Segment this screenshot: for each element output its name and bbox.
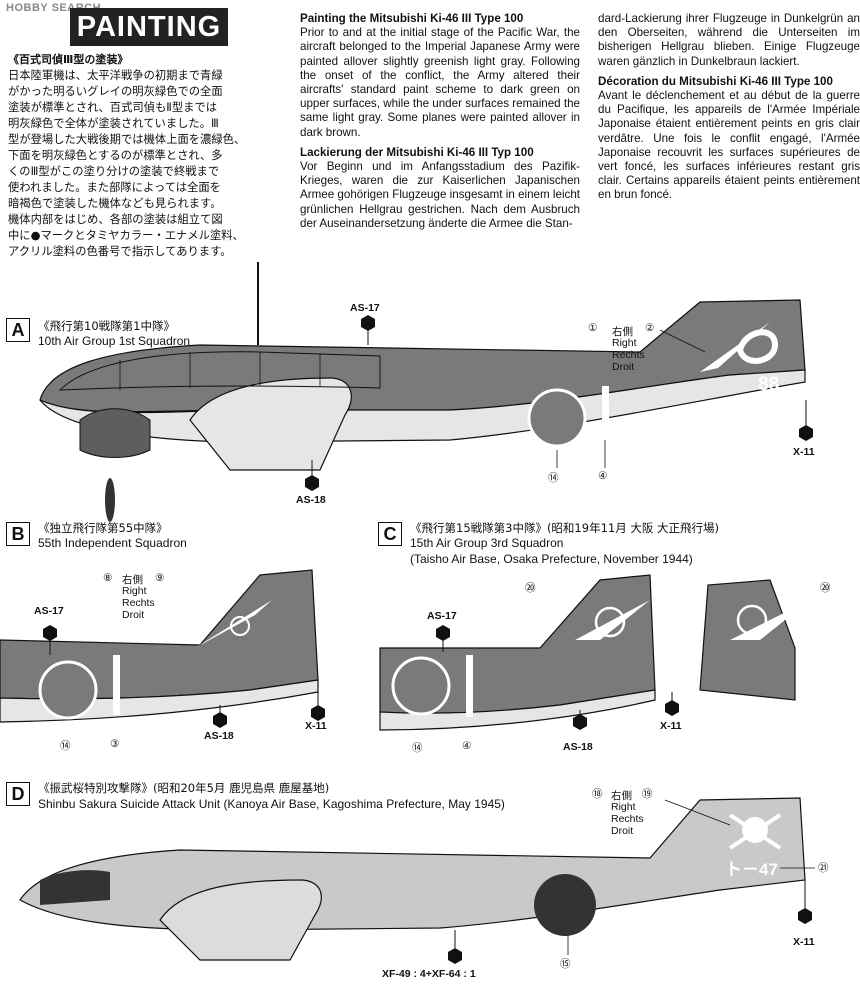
aircraft-b xyxy=(0,569,319,723)
section-d-jp-title: 《振武桜特別攻撃隊》(昭和20年5月 鹿児島県 鹿屋基地) xyxy=(38,781,330,795)
german-body-1: Vor Beginn und im Anfangsstadium des Paz… xyxy=(300,160,580,230)
decal-8-b: ⑧ xyxy=(103,572,113,584)
jp-line-11: 中に●マークとタミヤカラー・エナメル塗料、 xyxy=(8,229,244,242)
aircraft-d: ト－47 xyxy=(19,797,806,961)
paint-marker-as17-b xyxy=(43,625,57,655)
english-german-column: Painting the Mitsubishi Ki-46 III Type 1… xyxy=(300,12,580,237)
side-label-en-d: Right xyxy=(611,801,636,813)
side-label-fr-d: Droit xyxy=(611,825,634,837)
paint-marker-x11-b xyxy=(311,692,325,721)
decal-21-d: ㉑ xyxy=(818,862,829,874)
label-xf-d: XF-49 : 4+XF-64 : 1 xyxy=(382,968,476,980)
paint-marker-as18-a xyxy=(305,460,319,491)
jp-line-9: 暗褐色で塗装した機体なども見られます。 xyxy=(8,197,222,210)
label-as17-a: AS-17 xyxy=(350,302,380,314)
jp-line-7: くのⅢ型がこの塗り分けの塗装で終戦まで xyxy=(8,165,220,178)
section-d-en-title: Shinbu Sakura Suicide Attack Unit (Kanoy… xyxy=(38,797,505,811)
section-c-jp-title: 《飛行第15戦隊第3中隊》(昭和19年11月 大阪 大正飛行場) xyxy=(410,521,719,535)
paint-marker-x11-c xyxy=(665,692,679,716)
decal-14-c: ⑭ xyxy=(412,742,423,754)
side-label-en-b: Right xyxy=(122,585,147,597)
german-french-column: dard-Lackierung ihrer Flugzeuge in Dunke… xyxy=(598,12,860,209)
side-label-jp-d: 右側 xyxy=(611,790,632,802)
decal-4-a: ④ xyxy=(598,470,608,482)
section-a-jp-title: 《飛行第10戦隊第1中隊》 xyxy=(38,319,175,333)
decal-14-a: ⑭ xyxy=(548,472,559,484)
paint-marker-as17-c xyxy=(436,625,450,652)
label-x11-d: X-11 xyxy=(793,936,815,948)
paint-marker-as18-c xyxy=(573,710,587,730)
decal-9-b: ⑨ xyxy=(155,572,165,584)
paint-marker-as18-b xyxy=(213,705,227,728)
paint-marker-x11-d xyxy=(798,880,812,924)
jp-line-6: 下面を明灰緑色とするのが標準とされ、多 xyxy=(8,149,223,162)
tail-code-a: 88 xyxy=(758,374,779,395)
side-label-de-d: Rechts xyxy=(611,813,644,825)
label-x11-c: X-11 xyxy=(660,720,682,732)
label-x11-b: X-11 xyxy=(305,720,327,732)
section-c-en-title: 15th Air Group 3rd Squadron xyxy=(410,536,564,550)
page-title: PAINTING xyxy=(70,8,228,46)
side-label-de-a: Rechts xyxy=(612,349,645,361)
decal-3-b: ③ xyxy=(110,738,120,750)
label-as17-b: AS-17 xyxy=(34,605,64,617)
jp-line-8: 使われました。また部隊によっては全面を xyxy=(8,181,221,194)
label-as18-a: AS-18 xyxy=(296,494,326,506)
section-d-letter: D xyxy=(6,782,30,806)
jp-line-10: 機体内部をはじめ、各部の塗装は組立て図 xyxy=(8,213,223,226)
jp-line-2: がかった明るいグレイの明灰緑色での全面 xyxy=(8,85,223,98)
decal-4-c: ④ xyxy=(462,740,472,752)
english-heading: Painting the Mitsubishi Ki-46 III Type 1… xyxy=(300,12,524,25)
jp-line-5: 型が登場した大戦後期では機体上面を濃緑色、 xyxy=(8,133,246,146)
label-as18-c: AS-18 xyxy=(563,741,593,753)
french-body: Avant le déclenchement et au début de la… xyxy=(598,89,860,202)
aircraft-c xyxy=(379,574,810,731)
label-as17-c: AS-17 xyxy=(427,610,457,622)
section-b-jp-title: 《独立飛行隊第55中隊》 xyxy=(38,521,168,535)
tail-code-d: ト－47 xyxy=(725,860,778,879)
section-b-letter: B xyxy=(6,522,30,546)
decal-2-a: ② xyxy=(645,322,655,334)
side-label-jp-b: 右側 xyxy=(122,574,143,586)
side-label-de-b: Rechts xyxy=(122,597,155,609)
japanese-heading: 《百式司偵Ⅲ型の塗装》 xyxy=(8,53,129,66)
aircraft-a: 88 xyxy=(39,262,806,522)
german-heading: Lackierung der Mitsubishi Ki-46 III Typ … xyxy=(300,145,534,159)
decal-20-c-right: ⑳ xyxy=(820,582,831,594)
paint-marker-as17-a xyxy=(361,315,375,345)
section-b-en-title: 55th Independent Squadron xyxy=(38,536,187,550)
label-x11-a: X-11 xyxy=(793,446,815,458)
section-a-letter: A xyxy=(6,318,30,342)
section-c-en-subtitle: (Taisho Air Base, Osaka Prefecture, Nove… xyxy=(410,552,693,566)
jp-line-1: 日本陸軍機は、太平洋戦争の初期まで青緑 xyxy=(8,69,223,82)
section-c-letter: C xyxy=(378,522,402,546)
side-label-fr-b: Droit xyxy=(122,609,145,621)
jp-line-4: 明灰緑色で全体が塗装されていました。Ⅲ xyxy=(8,117,219,130)
jp-line-3: 塗装が標準とされ、百式司偵もⅡ型までは xyxy=(8,101,218,114)
japanese-text-block: 《百式司偵Ⅲ型の塗装》 日本陸軍機は、太平洋戦争の初期まで青緑 がかった明るいグ… xyxy=(8,52,280,260)
decal-14-b: ⑭ xyxy=(60,740,71,752)
french-heading: Décoration du Mitsubishi Ki-46 III Type … xyxy=(598,74,833,88)
decal-20-c-left: ⑳ xyxy=(525,582,536,594)
paint-marker-x11-a xyxy=(799,400,813,441)
side-label-en-a: Right xyxy=(612,337,637,349)
decal-19-d: ⑲ xyxy=(642,788,653,800)
jp-line-12: アクリル塗料の色番号で指示してあります。 xyxy=(8,245,232,258)
decal-1-a: ① xyxy=(588,322,598,334)
label-as18-b: AS-18 xyxy=(204,730,234,742)
german-body-2: dard-Lackierung ihrer Flugzeuge in Dunke… xyxy=(598,12,860,68)
side-label-jp-a: 右側 xyxy=(612,326,633,338)
section-a-en-title: 10th Air Group 1st Squadron xyxy=(38,334,191,348)
paint-marker-xf-d xyxy=(448,930,462,964)
side-label-fr-a: Droit xyxy=(612,361,635,373)
decal-15-d: ⑮ xyxy=(560,958,571,970)
english-body: Prior to and at the initial stage of the… xyxy=(300,26,580,139)
decal-18-d: ⑱ xyxy=(592,788,603,800)
